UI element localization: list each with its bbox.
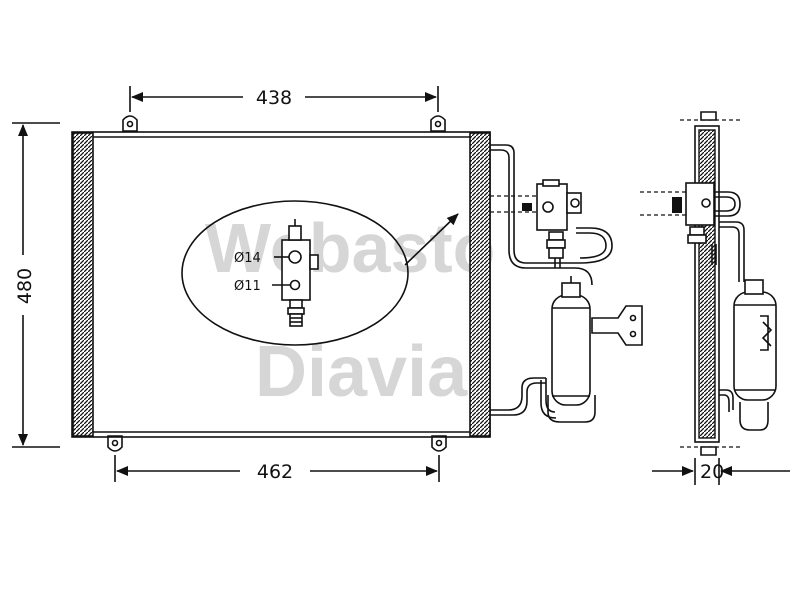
mounting-tab-top-right: [430, 115, 446, 132]
receiver-drier: [547, 276, 643, 423]
watermark: Webasto Diavia: [205, 209, 495, 412]
connector-block-detail: [272, 219, 319, 327]
watermark-line2: Diavia: [255, 332, 468, 412]
dimension-top-width: 438: [129, 86, 439, 112]
dimension-top-width-label: 438: [256, 87, 292, 109]
port-label-small: Ø11: [234, 279, 261, 294]
left-header-tank: [72, 132, 94, 437]
refrigerant-pipes: [490, 144, 613, 419]
side-valve-block: [640, 182, 741, 244]
side-core-hatch: [698, 129, 716, 439]
mounting-tab-bottom-right: [431, 435, 447, 452]
dimension-depth: 20: [652, 458, 790, 485]
dimension-height-label: 480: [14, 268, 36, 304]
valve-block: [536, 179, 582, 259]
right-header-tank: [469, 132, 491, 437]
front-view: Ø14 Ø11: [12, 86, 643, 483]
valve-dashes: [490, 195, 536, 213]
dimension-depth-label: 20: [700, 461, 724, 483]
side-receiver-drier: [711, 221, 777, 431]
side-core-outline: [694, 125, 720, 443]
port-label-large: Ø14: [234, 251, 261, 266]
side-view: 20: [640, 111, 790, 485]
detail-callout-ellipse: [181, 200, 409, 346]
mounting-tab-bottom-left: [107, 435, 123, 452]
callout-arrow: [404, 213, 459, 266]
dimension-height: 480: [12, 122, 60, 448]
dimension-bottom-width: 462: [114, 455, 440, 483]
dimension-bottom-width-label: 462: [257, 461, 293, 483]
mounting-tab-top-left: [122, 115, 138, 132]
